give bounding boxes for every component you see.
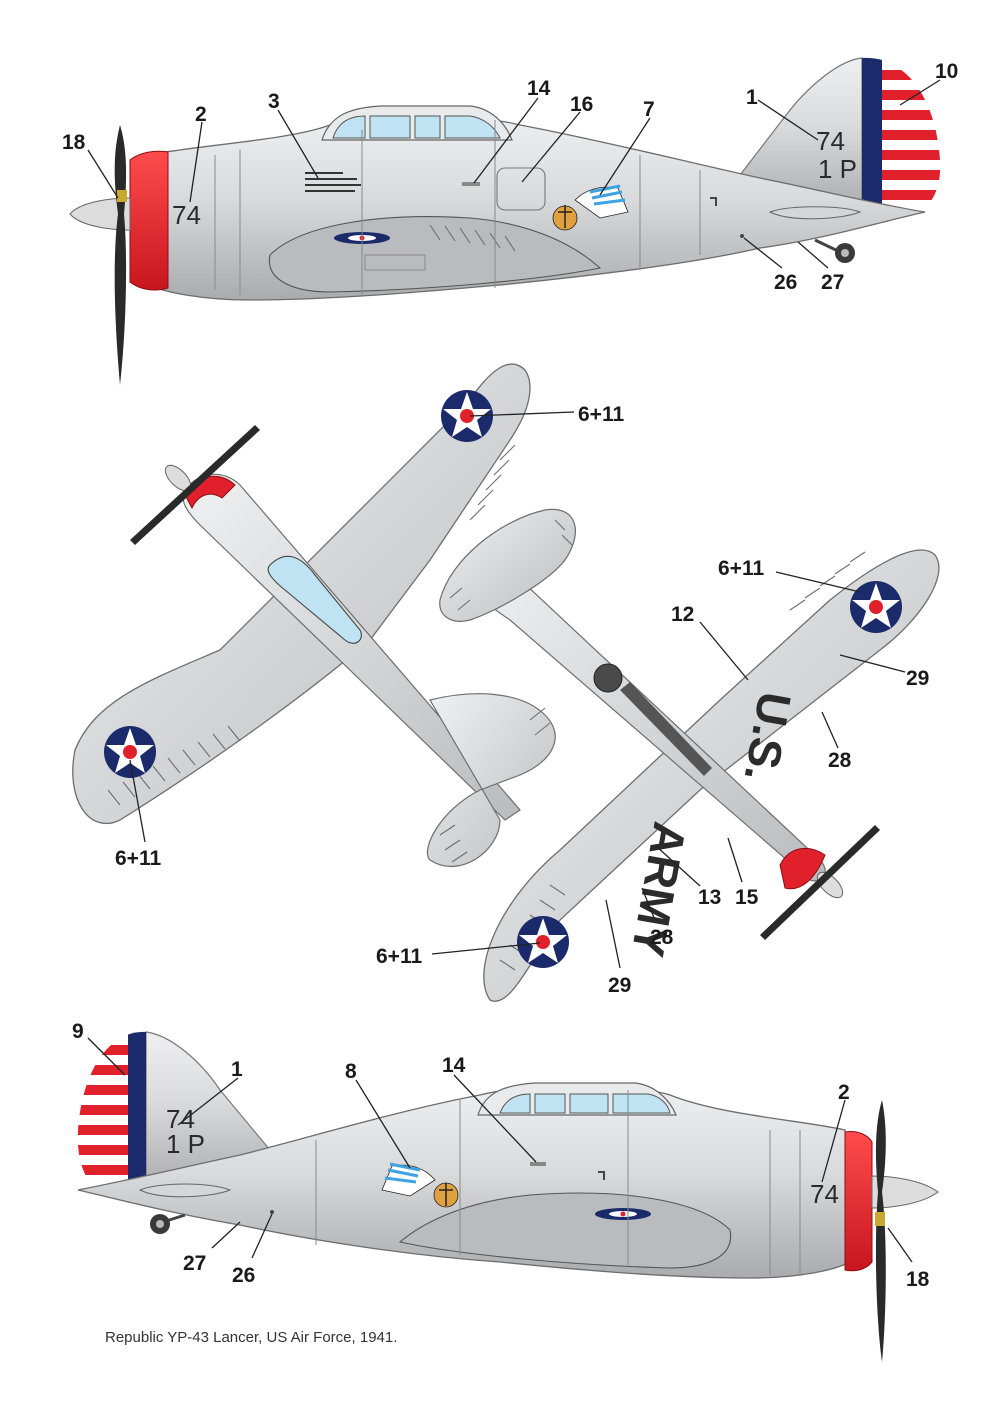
fin-code-squadron: 1 P [818,154,857,184]
callout-8: 8 [345,1060,357,1083]
callout-6-11-d: 6+11 [376,945,422,968]
callouts-right-profile: 9 1 8 14 2 27 26 18 [72,1020,930,1291]
callout-6-11-c: 6+11 [718,557,764,580]
callout-1-top: 1 [746,86,758,109]
callout-26-top: 26 [774,271,797,294]
callout-27-bottom: 27 [183,1252,206,1275]
rudder-stripes-right [77,1031,146,1190]
callout-2-bottom: 2 [838,1081,850,1104]
propeller-lower [760,825,880,940]
fuselage-code: 74 [172,200,201,230]
wing-insignia-left [104,726,156,778]
unit-emblem [552,184,629,231]
wing-flaps-hatch [107,444,516,806]
left-profile-view: 74 74 1 P [69,57,941,385]
data-stencil [305,172,361,192]
lower-wing-insignia-right [850,581,902,633]
unit-emblem-right [381,1162,459,1208]
tailplane-lower [439,508,576,622]
propeller [114,125,127,385]
canopy-plan [267,555,362,644]
right-profile-view: 74 74 1 P [77,1031,939,1362]
callout-26-bottom: 26 [232,1264,255,1287]
lower-wing-insignia-left [517,916,569,968]
callouts-lower-view: 6+11 12 29 28 13 15 28 29 6+11 [376,557,929,997]
callout-14-bottom: 14 [442,1054,466,1077]
callout-18-bottom: 18 [906,1268,930,1291]
callout-2-top: 2 [195,103,207,126]
spinner-right [871,1175,939,1209]
callout-13: 13 [698,886,721,909]
callout-9: 9 [72,1020,84,1043]
fin-code: 74 [816,126,845,156]
canopy-glass [332,115,501,139]
callout-16: 16 [570,93,593,116]
callout-14-top: 14 [527,77,551,100]
cowl-ring-lower [779,847,826,890]
tail-wheel [814,238,855,263]
callout-28-a: 28 [828,749,852,772]
fuselage-code-right: 74 [810,1179,839,1209]
callout-6-11-b: 6+11 [115,847,161,870]
upper-plan-view [72,363,556,867]
callout-1-bottom: 1 [231,1058,243,1081]
callout-29-b: 29 [608,974,631,997]
profile-caption: Republic YP-43 Lancer, US Air Force, 194… [105,1329,397,1346]
callout-6-11-a: 6+11 [578,403,624,426]
callout-3: 3 [268,90,280,113]
tailplane-plan [426,693,556,867]
propeller-right [875,1100,886,1362]
cowl-ring [129,150,169,291]
callout-27-top: 27 [821,271,844,294]
callout-7: 7 [643,98,655,121]
callout-18-top: 18 [62,131,86,154]
callout-12: 12 [671,603,694,626]
wing-insignia-profile-right [595,1208,651,1220]
cooler-slot [620,682,712,776]
callout-29-a: 29 [906,667,929,690]
tail-wheel-right [150,1213,186,1234]
callout-28-b: 28 [650,926,674,949]
fin-code-squadron-right: 1 P [166,1129,205,1159]
cowl-ring-right [844,1131,873,1272]
wing-insignia-right [441,390,493,442]
callouts-plan-view: 6+11 6+11 [115,403,624,870]
callout-15: 15 [735,886,759,909]
fin-code-right: 74 [166,1104,195,1134]
access-panel [496,167,546,211]
callouts-left-profile: 18 2 3 14 16 7 1 10 26 27 [62,60,958,294]
propeller-plan [130,425,260,545]
canopy-glass-right [499,1093,671,1114]
tail-wheel-bay [593,663,623,693]
callout-10: 10 [935,60,958,83]
